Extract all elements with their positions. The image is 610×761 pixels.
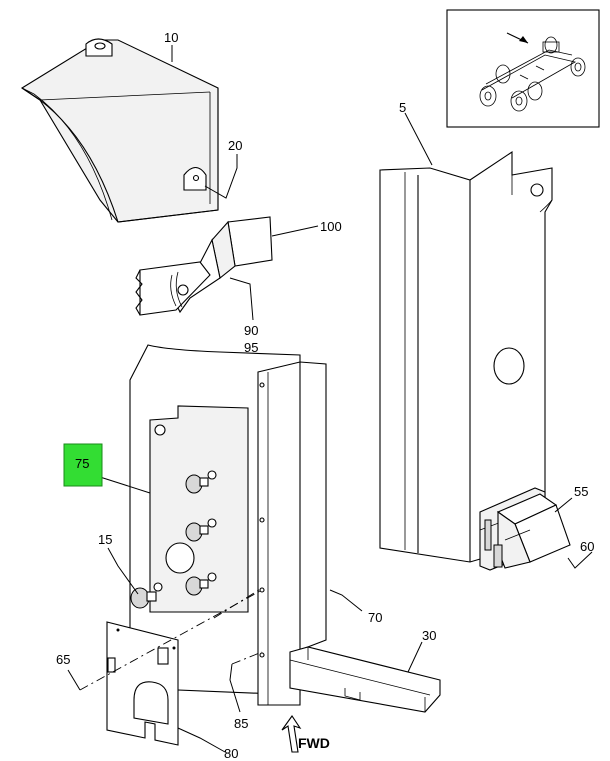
part-15-bolt <box>130 582 163 609</box>
part-5-pillar <box>379 150 553 563</box>
label-10[interactable]: 10 <box>164 30 178 45</box>
part-20-hinge <box>183 166 207 191</box>
leader-lines <box>67 45 593 753</box>
part-10-cover <box>20 38 219 223</box>
part-90-95-arm <box>135 261 211 316</box>
fwd-indicator: FWD <box>281 715 330 753</box>
part-30-rail <box>289 646 441 713</box>
label-90[interactable]: 90 <box>244 323 258 338</box>
fastener-bolts <box>185 470 217 596</box>
label-5[interactable]: 5 <box>399 100 406 115</box>
highlight-75[interactable] <box>63 443 103 487</box>
label-75[interactable]: 75 <box>75 456 89 471</box>
part-70-pillar <box>257 361 327 706</box>
label-60[interactable]: 60 <box>580 539 594 554</box>
label-30[interactable]: 30 <box>422 628 436 643</box>
label-55[interactable]: 55 <box>574 484 588 499</box>
label-85[interactable]: 85 <box>234 716 248 731</box>
label-95[interactable]: 95 <box>244 340 258 355</box>
part-80-panel <box>106 621 179 746</box>
fwd-arrow-icon <box>281 715 302 753</box>
label-80[interactable]: 80 <box>224 746 238 761</box>
label-100[interactable]: 100 <box>320 219 342 234</box>
label-15[interactable]: 15 <box>98 532 112 547</box>
label-65[interactable]: 65 <box>56 652 70 667</box>
alignment-lines <box>79 587 263 691</box>
label-70[interactable]: 70 <box>368 610 382 625</box>
label-20[interactable]: 20 <box>228 138 242 153</box>
fwd-label: FWD <box>298 735 330 751</box>
locator-inset <box>446 9 600 128</box>
part-55-60-bracket <box>479 487 571 571</box>
